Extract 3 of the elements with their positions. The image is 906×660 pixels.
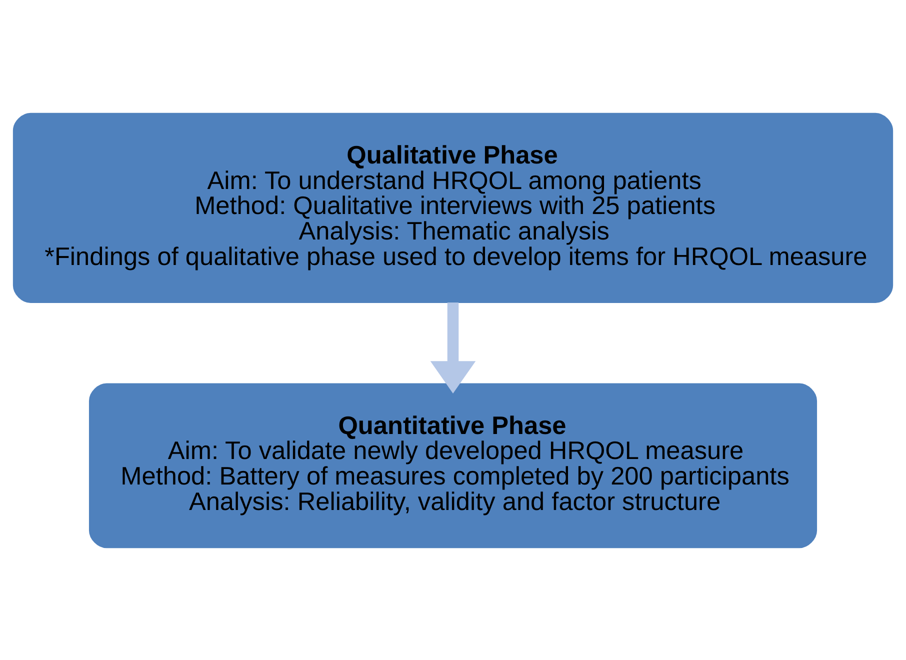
node-box: Quantitative Phase Aim: To validate newly developed HRQOL measure Method: Battery of measures completed by 200 participants Analysis: Reliability, validity and factor structure — [88, 382, 818, 548]
arrow — [430, 302, 476, 393]
node-box: Qualitative Phase Aim: To understand HRQOL among patients Method: Qualitative interviews with 25 patients Analysis: Thematic analysis *Findings of qualitative phase used to develop items for HRQOL measure — [12, 112, 894, 303]
